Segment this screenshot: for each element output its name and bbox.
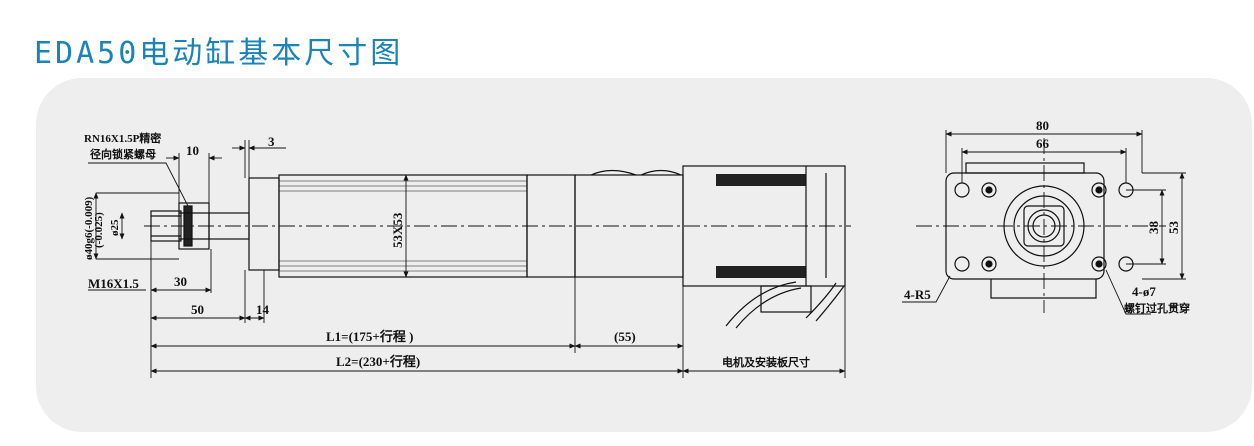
hole-note: 螺钉过孔贯穿 xyxy=(1124,301,1190,315)
dim-l2: L2=(230+行程) xyxy=(336,354,420,369)
dim-80: 80 xyxy=(1036,118,1049,133)
dim-66: 66 xyxy=(1036,136,1050,151)
dim-l1: L1=(175+行程 ) xyxy=(326,329,413,344)
side-view xyxy=(88,140,851,378)
hole-label: 4-ø7 xyxy=(1132,284,1156,299)
dim-14: 14 xyxy=(256,302,270,317)
nut-label-line1: RN16X1.5P精密 xyxy=(84,131,161,145)
dim-d25: ø25 xyxy=(109,219,121,236)
end-view xyxy=(902,130,1186,315)
dim-50: 50 xyxy=(191,302,204,317)
dim-d40-tol: (-0.025) xyxy=(93,212,105,248)
nut-label-line2: 径向锁紧螺母 xyxy=(90,147,156,161)
motor-note: 电机及安装板尺寸 xyxy=(722,355,810,369)
dim-30: 30 xyxy=(174,274,187,289)
dim-3: 3 xyxy=(268,134,275,149)
page-title: EDA50电动缸基本尺寸图 xyxy=(34,36,404,71)
motor-connector xyxy=(760,285,812,313)
dim-38: 38 xyxy=(1146,221,1161,235)
dim-d40: ø40g6(-0.009) xyxy=(83,196,95,260)
dim-53x53: 53X53 xyxy=(390,212,405,248)
technical-drawing: RN16X1.5P精密 径向锁紧螺母 10 3 ø40g6(-0.009) (-… xyxy=(83,118,1190,378)
dim-53: 53 xyxy=(1166,221,1181,235)
dim-m16: M16X1.5 xyxy=(88,276,139,291)
rod-thread xyxy=(150,210,182,242)
dim-10: 10 xyxy=(186,143,199,158)
end-boss xyxy=(1003,185,1085,267)
front-flange xyxy=(248,177,280,271)
dim-55: (55) xyxy=(614,329,636,344)
nut-hatch xyxy=(183,205,193,247)
mount-holes xyxy=(954,182,1134,272)
corner-radius-label: 4-R5 xyxy=(904,287,931,302)
